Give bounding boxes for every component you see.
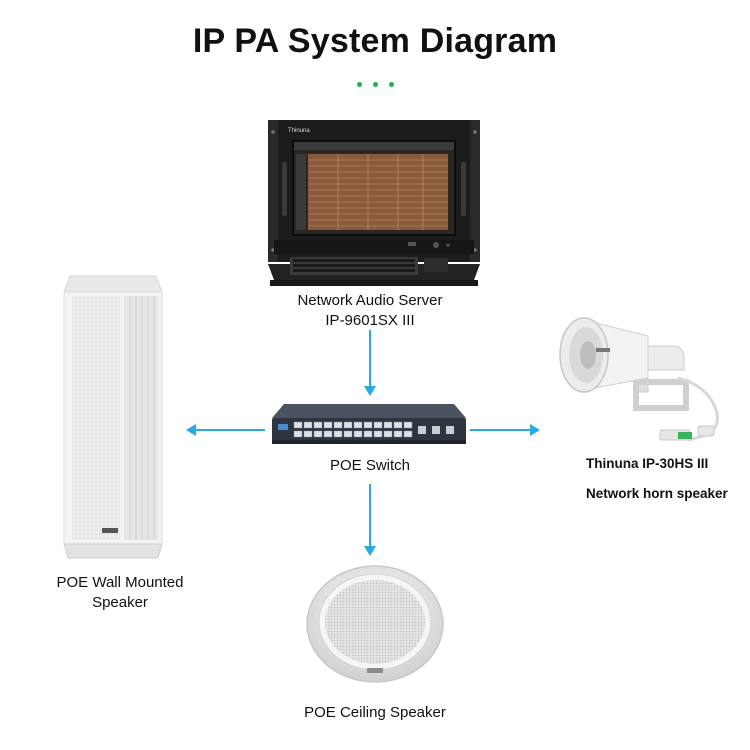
switch-label: POE Switch xyxy=(329,457,411,474)
wall-speaker-label: POE Wall Mounted Speaker xyxy=(20,573,220,613)
title-divider-dots xyxy=(355,82,395,90)
server-model: IP-9601SX III xyxy=(325,312,415,329)
network-audio-server-image: Thinuna xyxy=(268,118,480,288)
arrow-switch-to-wall-head xyxy=(186,424,196,436)
ceiling-speaker-image xyxy=(300,558,450,686)
wall-speaker-image xyxy=(58,272,168,562)
arrow-switch-to-horn-head xyxy=(530,424,540,436)
ceiling-speaker-label: POE Ceiling Speaker xyxy=(304,704,446,721)
wall-speaker-line2: Speaker xyxy=(92,594,148,611)
wall-speaker-line1: POE Wall Mounted xyxy=(56,574,184,591)
server-brand-text: Thinuna xyxy=(288,128,310,134)
arrow-switch-to-ceiling-head xyxy=(364,546,376,556)
server-label: Network Audio Server IP-9601SX III xyxy=(220,291,520,331)
horn-speaker-image xyxy=(548,306,738,456)
server-name: Network Audio Server xyxy=(297,292,443,309)
page-title: IP PA System Diagram xyxy=(192,22,558,60)
horn-speaker-name: Thinuna IP-30HS III xyxy=(586,456,709,471)
arrow-server-to-switch-head xyxy=(364,386,376,396)
horn-speaker-desc: Network horn speaker xyxy=(586,486,728,501)
poe-switch-image xyxy=(268,402,468,446)
